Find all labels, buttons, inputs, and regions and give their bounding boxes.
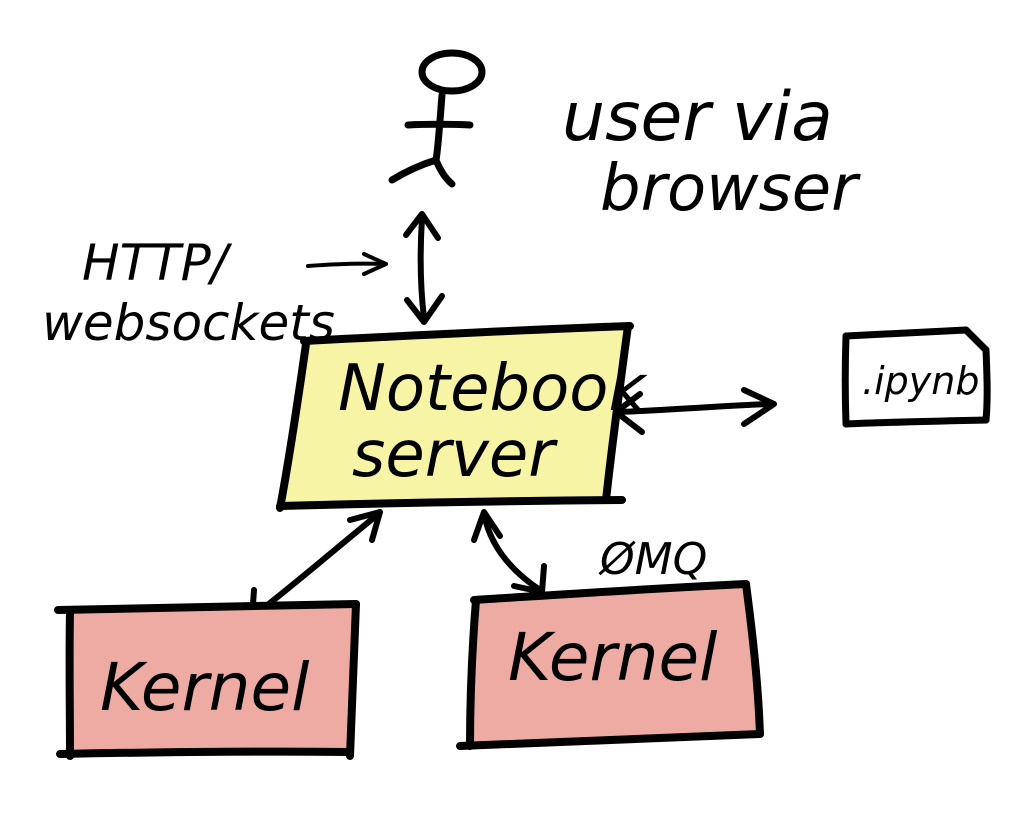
protocol-label-line2: websockets [42, 294, 335, 352]
user-label-line2: browser [600, 152, 861, 226]
server-label-line2: server [352, 418, 558, 492]
server-label: Notebook [338, 352, 648, 426]
server-file-arrow [613, 387, 777, 435]
kernel-box-left [54, 600, 360, 760]
user-label: user via [562, 78, 833, 157]
user-stick-figure-icon [388, 49, 486, 188]
zmq-label: ØMQ [598, 534, 707, 585]
kernel-box-right [456, 580, 764, 750]
protocol-pointer-arrow [306, 252, 388, 276]
kernel-left-label: Kernel [100, 649, 310, 726]
server-right-kernel-arrow [471, 509, 547, 595]
notebook-server-box [276, 322, 634, 512]
user-server-arrow [403, 211, 445, 325]
protocol-label: HTTP/ [82, 234, 233, 292]
kernel-right-label: Kernel [508, 619, 718, 696]
ipynb-document-icon [841, 326, 991, 428]
file-label: .ipynb [862, 359, 979, 403]
